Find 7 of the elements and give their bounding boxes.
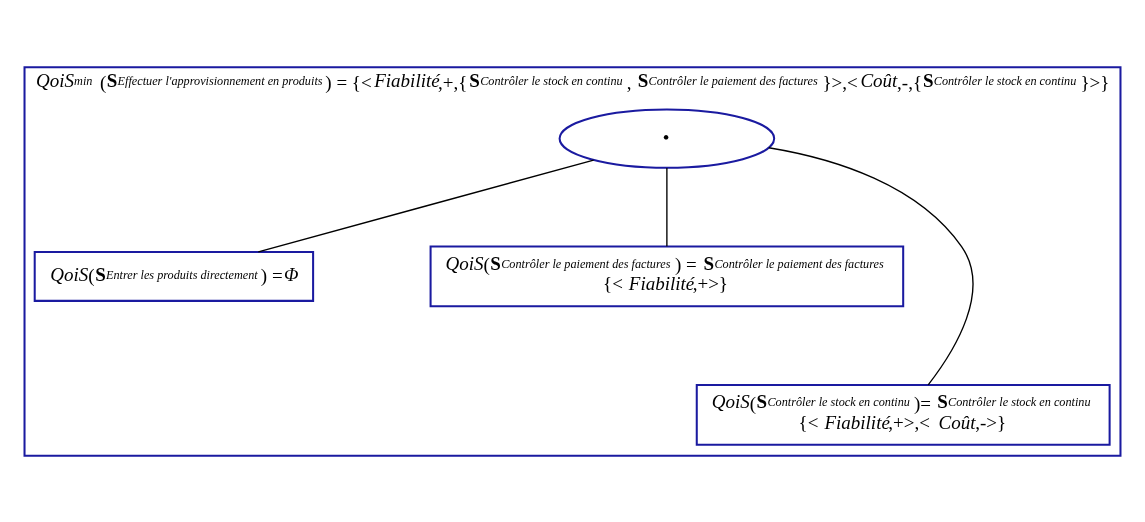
connector bbox=[666, 166, 668, 247]
node-box: QoiS(SContrôler le paiement des factures) = SContrôler le paiement des factures {< Fiabilité,+>} bbox=[429, 245, 905, 307]
connector bbox=[768, 146, 974, 385]
node-box: QoiS(SContrôler le stock en continu)= SContrôler le stock en continu {< Fiabilité,+>,< Coût,->} bbox=[695, 383, 1111, 446]
node-ellipse: • bbox=[558, 107, 776, 169]
connector bbox=[257, 158, 595, 253]
node-box: QoiS(SEntrer les produits directement) =Φ bbox=[33, 250, 315, 302]
